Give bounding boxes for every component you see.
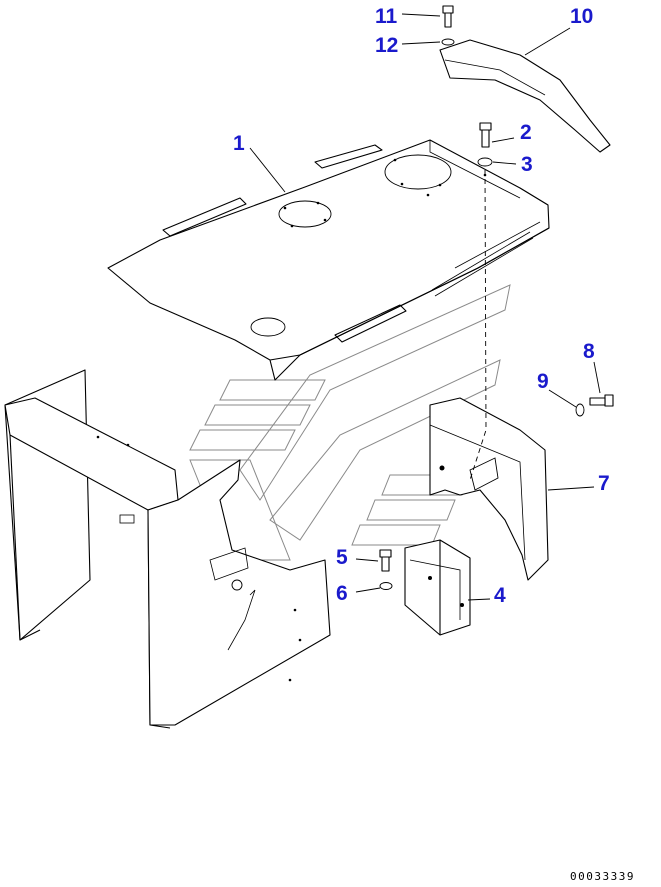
callout-9: 9 [537,370,549,393]
callout-5: 5 [336,546,348,569]
callout-2: 2 [520,121,532,144]
callout-10: 10 [570,5,593,28]
side-panel-part-7 [429,397,549,581]
bolt-part-2 [479,122,492,148]
callout-11: 11 [375,5,398,28]
callout-7: 7 [598,472,610,495]
callout-8: 8 [583,340,595,363]
bolt-part-8 [589,394,614,407]
bolt-part-5 [379,549,392,572]
washer-part-12 [441,38,455,46]
front-guard-frame [4,369,331,729]
washer-part-6 [379,582,393,590]
callout-3: 3 [521,153,533,176]
hood-cover-part-1 [107,139,550,381]
bracket-part-4 [404,539,471,636]
callouts: 1 2 3 4 5 6 7 8 9 10 11 12 [233,5,610,607]
document-number: 00033339 [570,870,635,883]
callout-12: 12 [375,34,398,57]
bracket-part-10 [439,39,611,153]
callout-4: 4 [494,584,506,607]
callout-6: 6 [336,582,348,605]
callout-1: 1 [233,132,245,155]
leader-lines [249,13,601,601]
bolt-part-11 [442,5,454,28]
washer-part-3 [477,157,493,167]
washer-part-9 [575,403,585,417]
